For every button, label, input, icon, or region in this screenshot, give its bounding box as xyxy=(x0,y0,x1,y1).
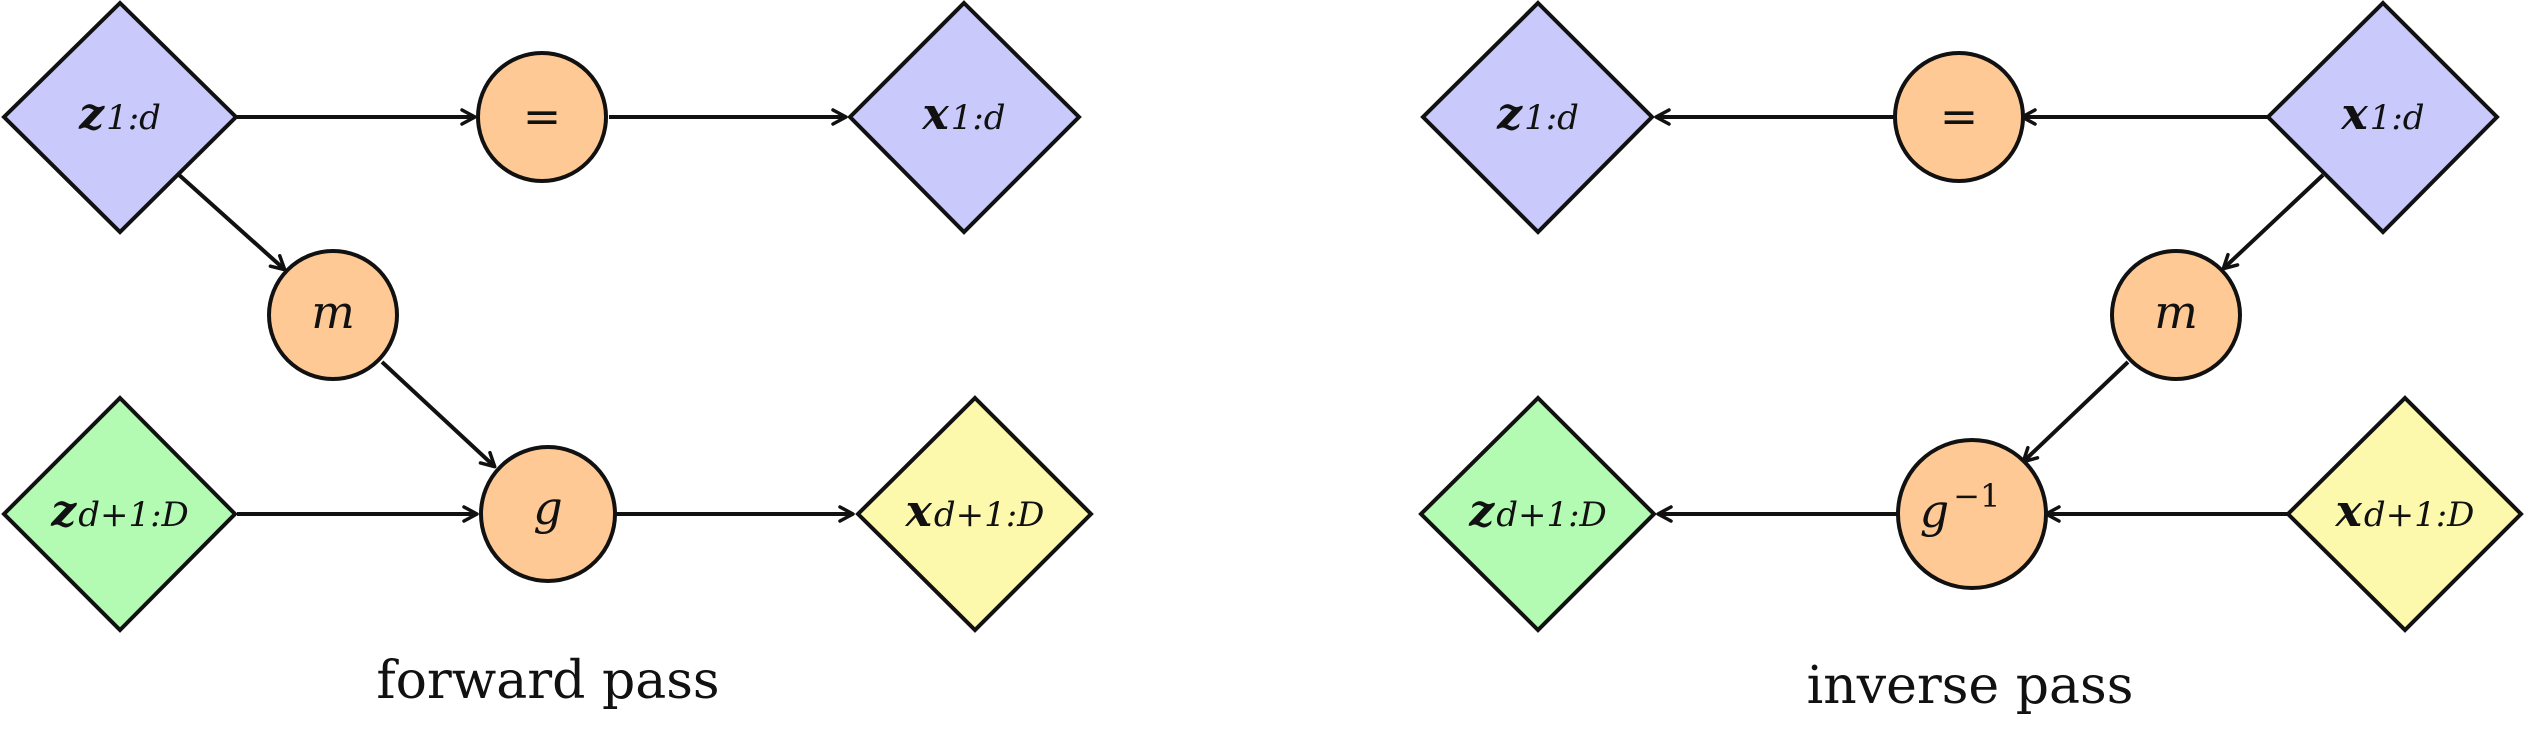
node-label: g−1 xyxy=(1920,477,2001,538)
node-label: = xyxy=(1940,89,1979,143)
circle-shape xyxy=(1893,51,2025,183)
edge-z1-to-m xyxy=(176,172,287,272)
diamond-shape xyxy=(1418,395,1657,633)
diamond-shape xyxy=(1420,0,1655,235)
forward-pass-panel: z1:d = x1:d m zd+1:D g xd+ xyxy=(1,0,1094,711)
inverse-pass-panel: z1:d = x1:d m zd+1:D g−1 x xyxy=(1418,0,2524,716)
node-label: g xyxy=(533,481,562,535)
diamond-shape xyxy=(2285,395,2524,633)
diamond-shape xyxy=(855,395,1094,633)
caption-forward-pass: forward pass xyxy=(376,651,719,711)
node-m: m xyxy=(2110,249,2242,381)
node-label: xd+1:D xyxy=(905,486,1045,537)
edge-m-to-g xyxy=(380,360,497,469)
node-label: z1:d xyxy=(78,89,161,140)
node-label: m xyxy=(311,285,355,339)
node-z-1-d: z1:d xyxy=(1,0,239,235)
node-z-1-d: z1:d xyxy=(1420,0,1655,235)
caption-inverse-pass: inverse pass xyxy=(1807,656,2134,716)
node-x-d1-D: xd+1:D xyxy=(855,395,1094,633)
circle-shape xyxy=(476,51,608,183)
node-label: = xyxy=(523,89,562,143)
node-label: m xyxy=(2154,285,2198,339)
edge-x1-to-m xyxy=(2221,173,2325,271)
circle-shape xyxy=(267,249,399,381)
node-z-d1-D: zd+1:D xyxy=(1418,395,1657,633)
diamond-shape xyxy=(2265,0,2500,235)
node-x-1-d: x1:d xyxy=(2265,0,2500,235)
diamond-shape xyxy=(1,395,238,633)
node-identity: = xyxy=(476,51,608,183)
node-x-1-d: x1:d xyxy=(847,0,1082,235)
diamond-shape xyxy=(847,0,1082,235)
node-z-d1-D: zd+1:D xyxy=(1,395,238,633)
node-label: zd+1:D xyxy=(1468,486,1607,537)
node-label: z1:d xyxy=(1496,89,1579,140)
node-label: zd+1:D xyxy=(50,486,189,537)
circle-shape xyxy=(1896,438,2048,590)
node-m: m xyxy=(267,249,399,381)
node-label: x1:d xyxy=(921,89,1005,140)
circle-shape xyxy=(2110,249,2242,381)
edge-m-to-ginv xyxy=(2021,360,2130,464)
node-label: xd+1:D xyxy=(2335,486,2475,537)
node-g-inverse: g−1 xyxy=(1896,438,2048,590)
circle-shape xyxy=(479,445,617,583)
node-label: x1:d xyxy=(2340,89,2424,140)
node-g: g xyxy=(479,445,617,583)
diamond-shape xyxy=(1,0,239,235)
node-x-d1-D: xd+1:D xyxy=(2285,395,2524,633)
node-identity: = xyxy=(1893,51,2025,183)
